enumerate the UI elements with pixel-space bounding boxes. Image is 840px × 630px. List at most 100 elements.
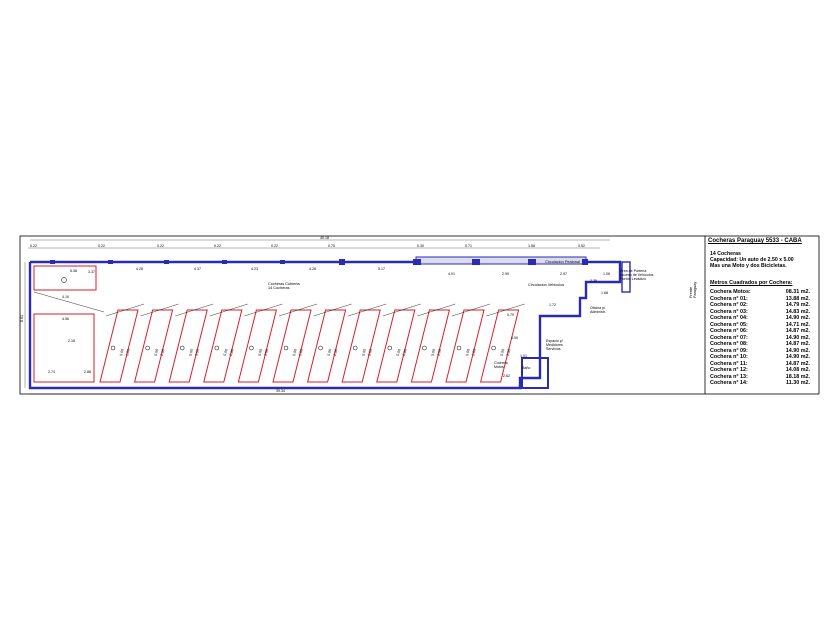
misc-dim-3: 3.37 [88, 270, 95, 274]
space-width-label: 2.50 [298, 348, 304, 356]
top-seg-4: 0.22 [214, 244, 221, 248]
area-name: Cochera n° 07: [710, 334, 748, 341]
bay-height-dim: 4.56 [62, 317, 69, 321]
area-name: Cochera n° 01: [710, 295, 748, 302]
inner-dim-2: 4.37 [194, 267, 201, 271]
space-boundary-line [278, 303, 318, 317]
space-width-label: 2.50 [194, 348, 200, 356]
area-name: Cochera n° 05: [710, 321, 748, 328]
outer-wall [28, 260, 622, 390]
space-marker-icon [422, 345, 427, 351]
area-row: Cochera n° 05: 14.71 m2. [710, 322, 810, 329]
area-row: Cochera n° 12:14.08 m2. [710, 367, 810, 374]
space-marker-icon [318, 345, 323, 351]
area-value: 14.79 m2. [785, 302, 810, 308]
area-row: Cochera n° 06:14.87 m2. [710, 328, 810, 335]
inner-dim-7: 2.99 [502, 272, 509, 276]
area-row: Cochera n° 09:14.90 m2. [710, 348, 810, 355]
space-length-label: 5.00 [188, 348, 194, 356]
top-seg-10: 0.52 [578, 244, 585, 248]
inner-dim-6: 4.01 [448, 272, 455, 276]
area-row: Cochera n° 02:14.79 m2. [710, 302, 810, 309]
space-boundary-line [244, 303, 283, 317]
area-value: 14.71 m2. [785, 321, 810, 328]
parking-space [376, 309, 416, 383]
space-length-label: 5.00 [431, 348, 437, 356]
top-segment-labels: 0.22 0.22 0.22 0.22 0.22 0.75 0.30 0.71 … [30, 244, 585, 248]
motorcycle-icon [61, 277, 67, 283]
space-length-label: 5.00 [361, 348, 367, 356]
parking-space [341, 309, 381, 383]
space-width-label: 2.50 [471, 348, 477, 356]
top-seg-6: 0.75 [328, 244, 335, 248]
space-width-label: 2.50 [160, 348, 166, 356]
area-name: Cochera n° 13: [710, 373, 748, 380]
area-value: 14.87 m2. [785, 328, 810, 334]
capacity-line-1: 14 Cocheras [710, 251, 741, 257]
left-height-dim: 8.61 [20, 315, 24, 322]
area-value: 18.18 m2. [785, 373, 810, 380]
service-room [521, 357, 549, 389]
space-boundary-line [348, 303, 387, 317]
area-name: Cochera n° 04: [710, 315, 748, 321]
area-name: Cochera n° 09: [710, 347, 748, 354]
area-value: 08.31 m2. [785, 289, 810, 295]
bottom-length-dim: 39.34 [276, 389, 285, 393]
inner-dim-1: 4.28 [136, 267, 143, 271]
top-seg-1: 0.22 [30, 244, 37, 248]
area-row: Cochera Motos: 08.31 m2. [710, 289, 810, 296]
top-seg-8: 0.71 [465, 244, 472, 248]
space-boundary-line [140, 303, 179, 317]
pedestrian-circulation-label: Circulacion Peatonal [545, 260, 580, 264]
misc-dim-5: 2.88 [84, 370, 91, 374]
front-label: FrenteParaguay [689, 282, 697, 298]
misc-dim-9: 1.01 [520, 354, 527, 358]
space-marker-icon [179, 345, 185, 351]
parking-space [272, 309, 312, 383]
parking-space [99, 309, 139, 383]
inner-dim-9: 1.06 [603, 272, 610, 276]
space-marker-icon [214, 345, 220, 351]
bay-depth-dim: 4.10 [62, 295, 69, 299]
title-block-title: Cocheras Paraguay 5533 - CABA [708, 238, 802, 244]
area-row: Cochera n° 11:14.87 m2. [710, 361, 810, 368]
misc-dim-11: 2.35 [590, 279, 597, 283]
space-length-label: 5.00 [154, 348, 160, 356]
space-width-label: 2.50 [125, 348, 131, 356]
office-label: Oficina p/Administr. [590, 306, 606, 314]
top-seg-9: 1.58 [528, 244, 535, 248]
parking-space [133, 309, 174, 383]
motorcycle-dim: 5.38 [70, 269, 77, 273]
area-row: Cochera n° 07: 14.90 m2. [710, 335, 810, 342]
space-marker-icon [456, 345, 462, 351]
space-boundary-line [105, 303, 145, 317]
space-marker-icon [387, 345, 393, 351]
walls [28, 256, 631, 390]
area-value: 13.88 m2. [785, 295, 810, 302]
space-length-label: 5.00 [327, 348, 333, 356]
area-value: 14.83 m2. [785, 308, 810, 315]
space-01 [33, 313, 95, 383]
area-name: Cochera n° 14: [710, 380, 748, 386]
space-length-label: 5.00 [465, 348, 471, 356]
area-name: Cochera Motos: [710, 289, 751, 295]
toilet-label: Baño [522, 366, 530, 370]
misc-dim-13: 1.68 [601, 291, 608, 295]
parking-space [410, 309, 451, 383]
space-width-label: 2.50 [506, 348, 512, 356]
space-boundary-line [209, 303, 248, 317]
space-length-label: 5.00 [258, 348, 264, 356]
overall-width-dim: 40.18 [320, 236, 329, 240]
space-boundary-line [451, 303, 491, 317]
inner-dim-5: 5.17 [378, 267, 385, 271]
space-length-label: 5.00 [500, 348, 506, 356]
misc-dim-6: 2.62 [503, 374, 510, 378]
space-marker-icon [352, 345, 358, 351]
area-value: 14.90 m2. [785, 334, 810, 341]
misc-dim-7: 4.50 [511, 336, 518, 340]
space-width-label: 2.50 [367, 348, 373, 356]
